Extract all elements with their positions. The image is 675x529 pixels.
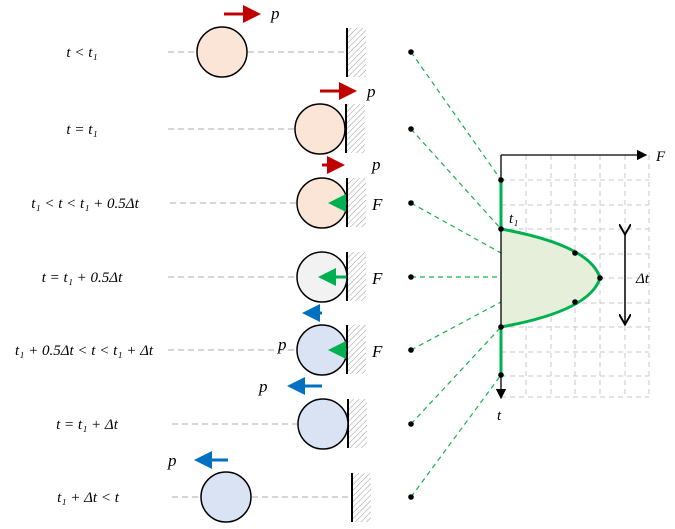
- wall-2: [345, 104, 365, 153]
- walls: [345, 28, 371, 522]
- wall-7: [351, 473, 371, 522]
- ball-7: [200, 471, 252, 523]
- force-label: F⃗: [371, 342, 396, 361]
- graph-points: [498, 177, 603, 378]
- row-label-1: t < t₁: [66, 45, 97, 61]
- wall-3: [346, 178, 366, 227]
- momentum-arrows: [194, 5, 357, 469]
- force-label: F⃗: [371, 269, 396, 288]
- force-label: F⃗: [371, 195, 396, 214]
- t1-label: t₁: [509, 211, 518, 227]
- ball-6: [297, 398, 349, 450]
- wall-6: [347, 399, 367, 448]
- momentum-label: p⃗: [258, 377, 281, 396]
- ball-5: [296, 324, 348, 376]
- f-axis-label: F: [655, 149, 666, 165]
- ball-2: [294, 103, 346, 155]
- force-arrows: [318, 194, 346, 359]
- momentum-label: p⃗: [270, 4, 293, 23]
- ball-3: [296, 177, 348, 229]
- duration-label: Δt: [635, 271, 650, 287]
- momentum-label: p⃗: [371, 155, 394, 174]
- t-axis-label: t: [497, 408, 502, 424]
- momentum-label: p⃗: [277, 335, 300, 354]
- momentum-labels: p⃗ p⃗ p⃗ p⃗ p⃗ p⃗: [167, 4, 394, 470]
- balls: [196, 26, 349, 523]
- row-label-5: t₁ + 0.5Δt < t < t₁ + Δt: [15, 343, 154, 359]
- connector-lines: [410, 51, 502, 498]
- wall-5: [346, 325, 366, 374]
- momentum-label: p⃗: [366, 82, 389, 101]
- impulse-area: [501, 229, 600, 327]
- row-label-2: t = t₁: [66, 122, 97, 138]
- force-labels: F⃗ F⃗ F⃗: [371, 195, 396, 361]
- row-label-3: t₁ < t < t₁ + 0.5Δt: [31, 196, 139, 212]
- wall-4: [346, 252, 366, 301]
- row-points: [408, 49, 414, 500]
- row-labels: t < t₁ t = t₁ t₁ < t < t₁ + 0.5Δt t = t₁…: [15, 45, 154, 506]
- row-label-6: t = t₁ + Δt: [56, 417, 119, 433]
- wall-1: [346, 28, 366, 77]
- row-label-4: t = t₁ + 0.5Δt: [42, 270, 123, 286]
- momentum-label: p⃗: [167, 451, 190, 470]
- row-label-7: t₁ + Δt < t: [57, 490, 120, 506]
- ball-1: [196, 26, 248, 78]
